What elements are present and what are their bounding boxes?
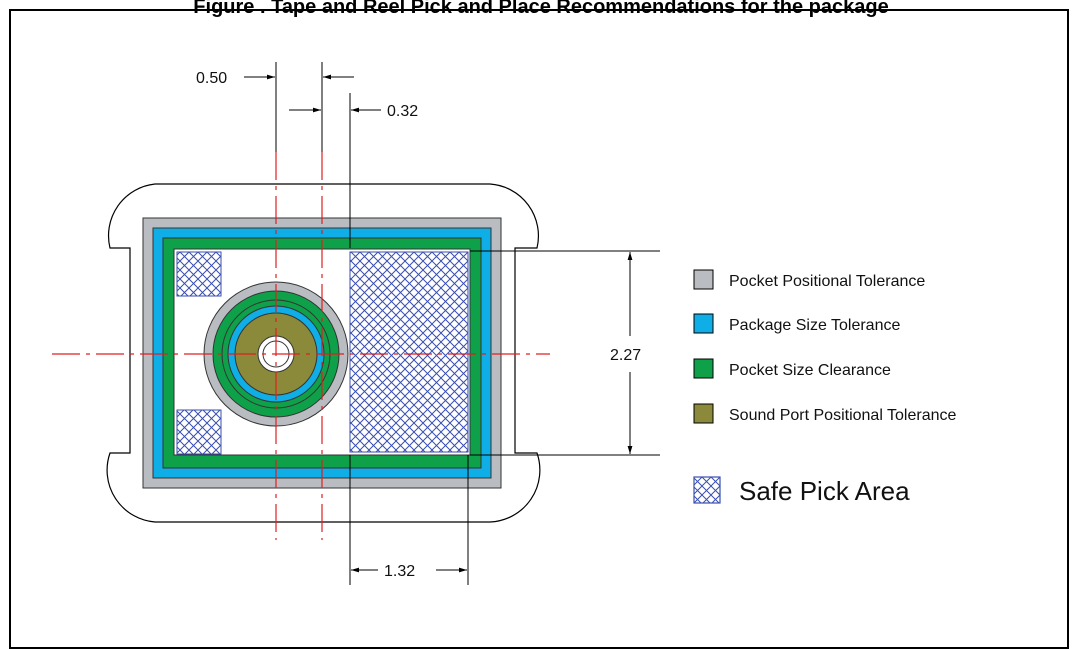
legend: Pocket Positional Tolerance Package Size…: [693, 269, 957, 506]
dimension-label-0-50: 0.50: [196, 70, 227, 87]
figure-title: Figure . Tape and Reel Pick and Place Re…: [193, 0, 889, 18]
legend-label-sound-port: Sound Port Positional Tolerance: [729, 407, 957, 424]
legend-swatch-package-size: [693, 313, 714, 334]
dimension-label-0-32: 0.32: [387, 103, 418, 120]
legend-label-safe-pick: Safe Pick Area: [739, 476, 910, 506]
safe-pick-area-top-left: [176, 251, 222, 297]
dimension-label-1-32: 1.32: [384, 563, 415, 580]
dimension-0-32: [289, 93, 381, 248]
legend-swatch-sound-port: [693, 403, 714, 424]
dimension-label-2-27: 2.27: [610, 347, 641, 364]
legend-label-pocket-positional: Pocket Positional Tolerance: [729, 273, 925, 290]
dimension-1-32: [349, 455, 469, 585]
legend-swatch-pocket-positional: [693, 269, 714, 290]
safe-pick-area-bottom-left: [176, 409, 222, 455]
legend-swatch-pocket-clearance: [693, 358, 714, 379]
legend-swatch-safe-pick: [693, 476, 721, 504]
safe-pick-area-main: [349, 251, 469, 453]
dimension-2-27: [470, 250, 660, 456]
diagram-canvas: 0.50 0.32 2.27 1.32 Pocket Positional To…: [52, 62, 957, 585]
legend-label-package-size: Package Size Tolerance: [729, 317, 900, 334]
dimension-0-50: [244, 62, 354, 152]
legend-label-pocket-clearance: Pocket Size Clearance: [729, 362, 891, 379]
centerlines: [52, 152, 550, 540]
